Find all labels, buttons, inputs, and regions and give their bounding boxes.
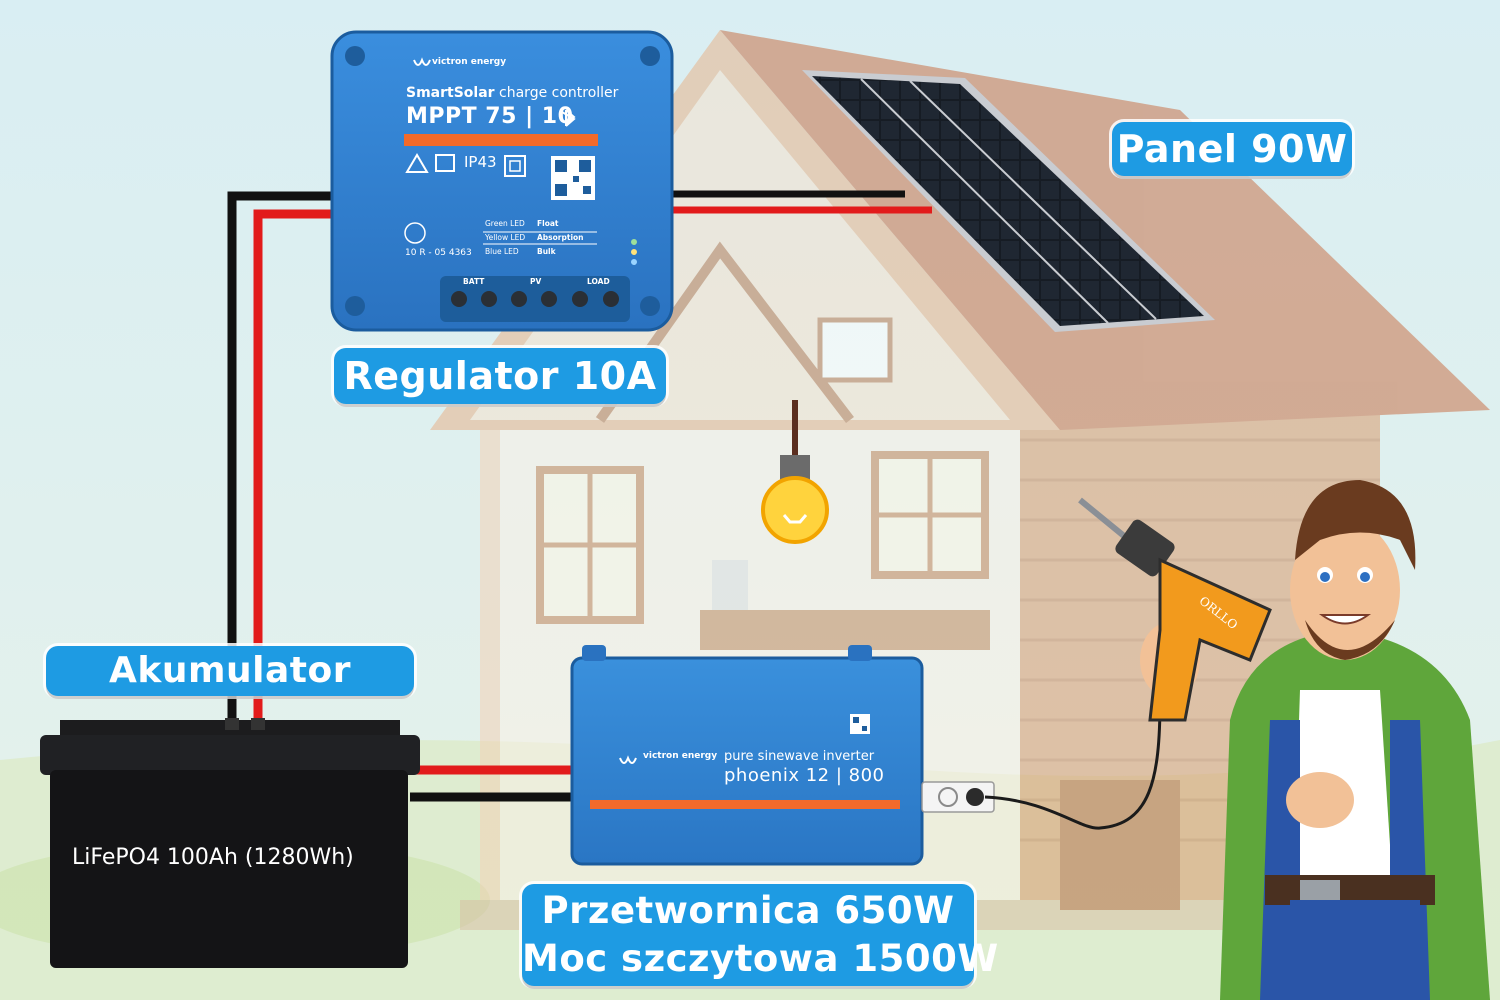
charge-controller-device (332, 32, 672, 330)
inverter-brand: victron energy (643, 751, 717, 761)
led-blue-label: Blue LED (485, 247, 519, 256)
led-blue-state: Bulk (537, 247, 556, 256)
led-yellow-label: Yellow LED (485, 233, 525, 242)
inverter-type: pure sinewave inverter (724, 749, 874, 764)
inverter-label-line1: Przetwornica 650W (522, 887, 974, 935)
controller-certification: 10 R - 05 4363 (405, 248, 472, 258)
inverter-label-line2: Moc szczytowa 1500W (522, 935, 974, 983)
qr-code-icon (551, 156, 595, 200)
controller-series-bold: SmartSolar (406, 85, 495, 101)
battery-label: Akumulator (46, 646, 414, 696)
panel-label: Panel 90W (1112, 122, 1352, 176)
terminal-batt-label: BATT (463, 277, 484, 286)
inverter-label: Przetwornica 650W Moc szczytowa 1500W (522, 884, 974, 986)
led-green-state: Float (537, 219, 559, 228)
controller-model: MPPT 75 | 10 (406, 104, 573, 129)
terminal-pv-label: PV (530, 277, 541, 286)
power-socket-icon (922, 782, 994, 812)
battery-spec: LiFePO4 100Ah (1280Wh) (72, 845, 354, 870)
controller-series-rest: charge controller (495, 85, 619, 101)
led-green-label: Green LED (485, 219, 525, 228)
controller-ip-rating: IP43 (464, 153, 497, 171)
terminal-load-label: LOAD (587, 277, 610, 286)
led-yellow-state: Absorption (537, 233, 584, 242)
inverter-model: phoenix 12 | 800 (724, 765, 884, 786)
controller-series: SmartSolar charge controller (406, 85, 618, 101)
battery-device (40, 718, 420, 968)
qr-code-icon (850, 714, 870, 734)
regulator-label: Regulator 10A (334, 348, 666, 404)
controller-brand: victron energy (432, 57, 506, 67)
